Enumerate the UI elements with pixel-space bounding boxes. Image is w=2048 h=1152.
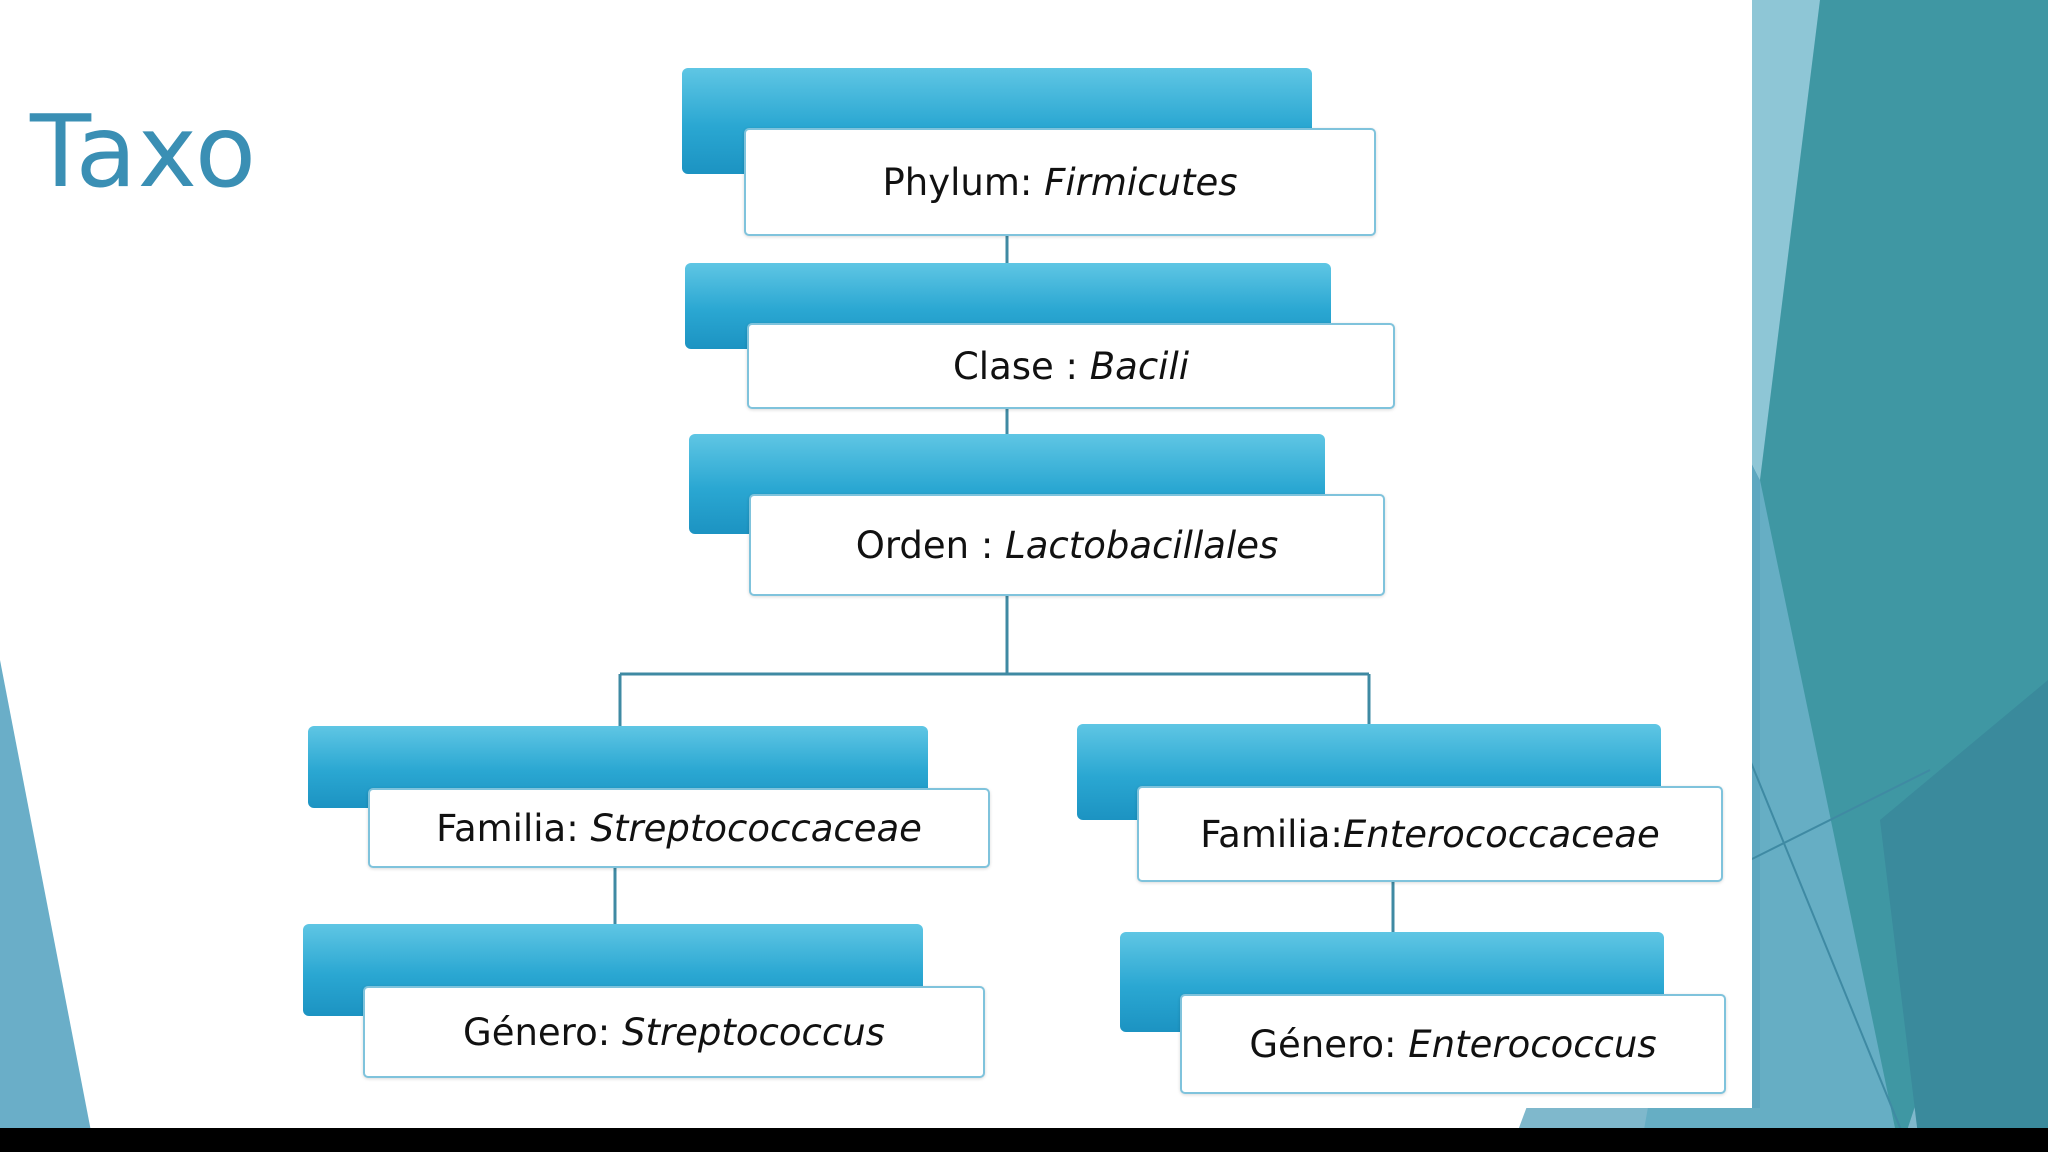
taxon-name: Streptococcaceae	[590, 806, 922, 850]
taxon-name: Bacili	[1089, 344, 1190, 388]
rank-label: Orden :	[855, 523, 994, 567]
taxonomy-diagram: Phylum: Firmicutes Clase : Bacili Orden …	[262, 0, 1752, 1108]
taxon-name: Firmicutes	[1044, 160, 1238, 204]
rank-label: Phylum:	[882, 160, 1033, 204]
node-label-box: Familia: Streptococcaceae	[368, 788, 990, 868]
node-label-box: Género: Streptococcus	[363, 986, 985, 1078]
node-label-box: Clase : Bacili	[747, 323, 1395, 409]
rank-label: Clase :	[952, 344, 1079, 388]
rank-label: Género:	[463, 1010, 611, 1054]
node-label-box: Orden : Lactobacillales	[749, 494, 1385, 596]
taxon-name: Enterococcaceae	[1342, 812, 1660, 856]
taxon-name: Enterococcus	[1408, 1022, 1657, 1066]
node-label-box: Género: Enterococcus	[1180, 994, 1726, 1094]
rank-label: Género:	[1249, 1022, 1397, 1066]
node-label-box: Phylum: Firmicutes	[744, 128, 1376, 236]
taxon-name: Lactobacillales	[1005, 523, 1279, 567]
rank-label: Familia:	[436, 806, 579, 850]
taxon-name: Streptococcus	[621, 1010, 885, 1054]
rank-label: Familia:	[1200, 812, 1343, 856]
bottom-black-bar	[0, 1128, 2048, 1152]
node-label-box: Familia:Enterococcaceae	[1137, 786, 1723, 882]
connector-lines	[613, 236, 1395, 932]
